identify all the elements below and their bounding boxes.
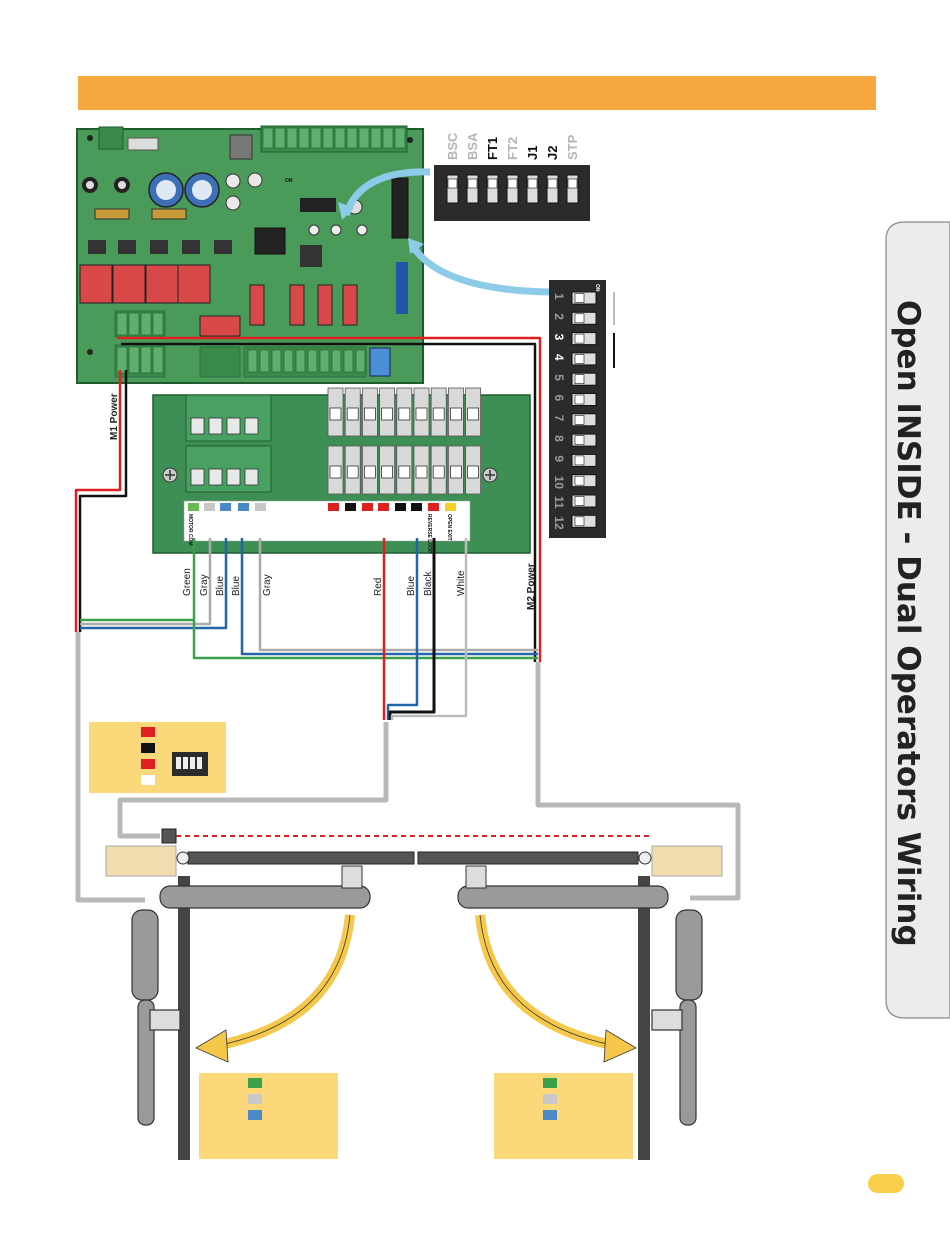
dip-switch-large-number: 11 bbox=[552, 496, 566, 509]
dip-switch-large-number: 3 bbox=[552, 334, 566, 341]
right-motor-legend bbox=[494, 1073, 633, 1159]
m1-power-label: M1 Power bbox=[109, 393, 120, 440]
wire-label-gray2: Gray bbox=[262, 574, 273, 596]
page-number-pill bbox=[868, 1174, 904, 1193]
dip-switch-large-number: 5 bbox=[552, 374, 566, 381]
dip-switch-small: BSC BSA FT1 FT2 J1 J2 STP bbox=[434, 132, 590, 221]
dip-switch-large-number: 12 bbox=[552, 516, 566, 530]
dip-on-label: ON bbox=[594, 284, 600, 292]
terminal-block: MOTOR COM REVERSE LOOP OPEN EXIT bbox=[153, 388, 530, 554]
dip-switch-large-number: 2 bbox=[552, 313, 566, 320]
dip-switch-large-number: 7 bbox=[552, 415, 566, 422]
board-on-label: ON bbox=[285, 178, 293, 184]
gate-scene bbox=[106, 829, 722, 1160]
wire-label-green: Green bbox=[182, 568, 193, 596]
wire-label-gray1: Gray bbox=[199, 574, 210, 596]
wire-label-white: White bbox=[456, 570, 467, 596]
wire-label-blue2: Blue bbox=[231, 576, 242, 596]
side-title: Open INSIDE - Dual Operators Wiring bbox=[890, 300, 926, 947]
wire-label-black: Black bbox=[423, 571, 434, 596]
wire-label-red: Red bbox=[373, 578, 384, 596]
photo-eye-legend-box bbox=[89, 722, 226, 793]
dip-switch-small-label: FT1 bbox=[485, 137, 500, 160]
wire-label-blue3: Blue bbox=[406, 576, 417, 596]
wire-label-blue1: Blue bbox=[215, 576, 226, 596]
callout-arrow bbox=[412, 245, 550, 292]
header-bar bbox=[78, 76, 876, 110]
left-motor-legend bbox=[199, 1073, 338, 1159]
dip-switch-small-label: BSC bbox=[445, 132, 460, 160]
dip-switch-small-label: J2 bbox=[545, 146, 560, 160]
dip-switch-large-number: 1 bbox=[552, 293, 566, 300]
dip-switch-small-label: J1 bbox=[525, 146, 540, 160]
dip-switch-small-label: FT2 bbox=[505, 137, 520, 160]
tag-open-exit: OPEN EXIT bbox=[446, 514, 452, 541]
board-top-terminals bbox=[261, 126, 407, 152]
dip-switch-small-label: BSA bbox=[465, 132, 480, 160]
dip-switch-large-number: 10 bbox=[552, 476, 566, 490]
m2-power-label: M2 Power bbox=[526, 563, 537, 610]
dip-switch-large-number: 6 bbox=[552, 395, 566, 402]
dip-switch-small-label: STP bbox=[565, 134, 580, 160]
dip-switch-large-number: 4 bbox=[552, 354, 566, 361]
dip-switch-large-number: 9 bbox=[552, 455, 566, 462]
tag-reverse-loop: REVERSE LOOP bbox=[426, 514, 432, 554]
tag-motor-com: MOTOR COM bbox=[187, 514, 193, 546]
dip-switch-large-number: 8 bbox=[552, 435, 566, 442]
